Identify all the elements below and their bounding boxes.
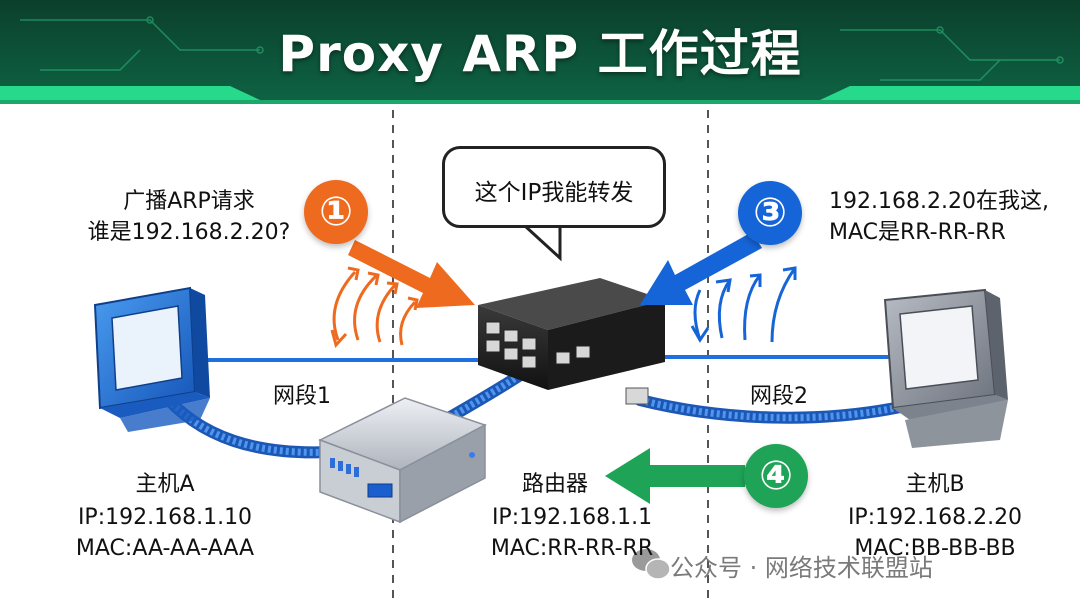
step-3-line-2: MAC是RR-RR-RR [829,220,1006,245]
segment-1-label: 网段1 [273,384,331,409]
host-b-ip: IP:192.168.2.20 [847,505,1023,530]
step-1-badge: ① [304,180,368,244]
step-3-badge: ③ [738,181,802,245]
host-b-mac: MAC:BB-BB-BB [854,536,1016,561]
title-banner [0,0,1080,104]
cable-host-b [634,394,916,424]
cable-router-switch [439,366,531,426]
bubble-text: 这个IP我能转发 [474,180,634,206]
page-title: Proxy ARP 工作过程 [278,25,802,83]
arrow-step-4 [605,448,745,504]
arrow-step-1 [348,240,475,308]
host-b-name: 主机B [905,472,965,497]
router-mac: MAC:RR-RR-RR [490,536,654,561]
reply-waves-blue [690,266,797,343]
step-1-line-2: 谁是192.168.2.20? [87,220,291,245]
watermark: 公众号 · 网络技术联盟站 [670,554,933,582]
host-a-ip: IP:192.168.1.10 [77,505,253,530]
segment-2-label: 网段2 [750,384,808,409]
host-a-mac: MAC:AA-AA-AAA [75,536,255,561]
computer-icon [883,288,1008,448]
step-3-line-1: 192.168.2.20在我这, [829,189,1049,214]
speech-bubble: 这个IP我能转发 [442,146,666,228]
computer-icon [93,286,210,432]
router-box-icon [318,397,487,524]
router-name: 路由器 [522,472,589,497]
step-4-badge: ④ [744,444,808,508]
router-ip: IP:192.168.1.1 [491,505,653,530]
switch-icon [478,278,665,405]
broadcast-waves-orange [330,266,419,349]
wechat-icon [632,549,671,580]
host-a-name: 主机A [135,472,195,497]
step-1-line-1: 广播ARP请求 [123,189,255,214]
arrow-step-3 [640,232,762,305]
bubble-tail [523,224,562,262]
